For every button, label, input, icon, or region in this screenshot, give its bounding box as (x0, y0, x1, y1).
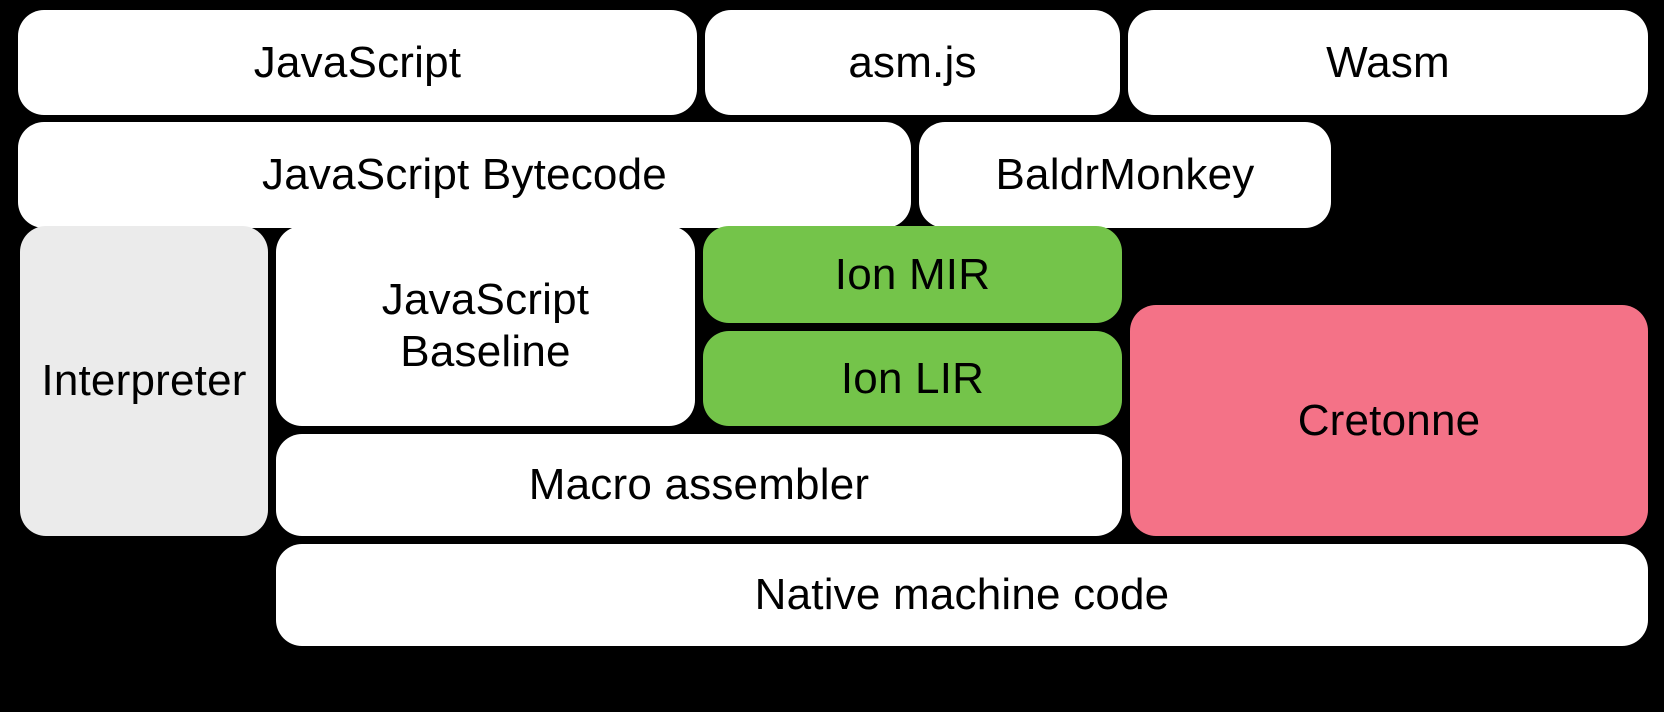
node-baldrmonkey: BaldrMonkey (919, 122, 1331, 228)
node-javascript-bytecode: JavaScript Bytecode (18, 122, 911, 228)
node-ion-mir: Ion MIR (703, 226, 1122, 323)
node-asm-js: asm.js (705, 10, 1120, 115)
node-javascript: JavaScript (18, 10, 697, 115)
node-wasm: Wasm (1128, 10, 1648, 115)
node-javascript-baseline: JavaScript Baseline (276, 226, 695, 426)
node-ion-lir: Ion LIR (703, 331, 1122, 426)
node-interpreter: Interpreter (20, 226, 268, 536)
node-cretonne: Cretonne (1130, 305, 1648, 536)
node-macro-assembler: Macro assembler (276, 434, 1122, 536)
node-native-machine-code: Native machine code (276, 544, 1648, 646)
